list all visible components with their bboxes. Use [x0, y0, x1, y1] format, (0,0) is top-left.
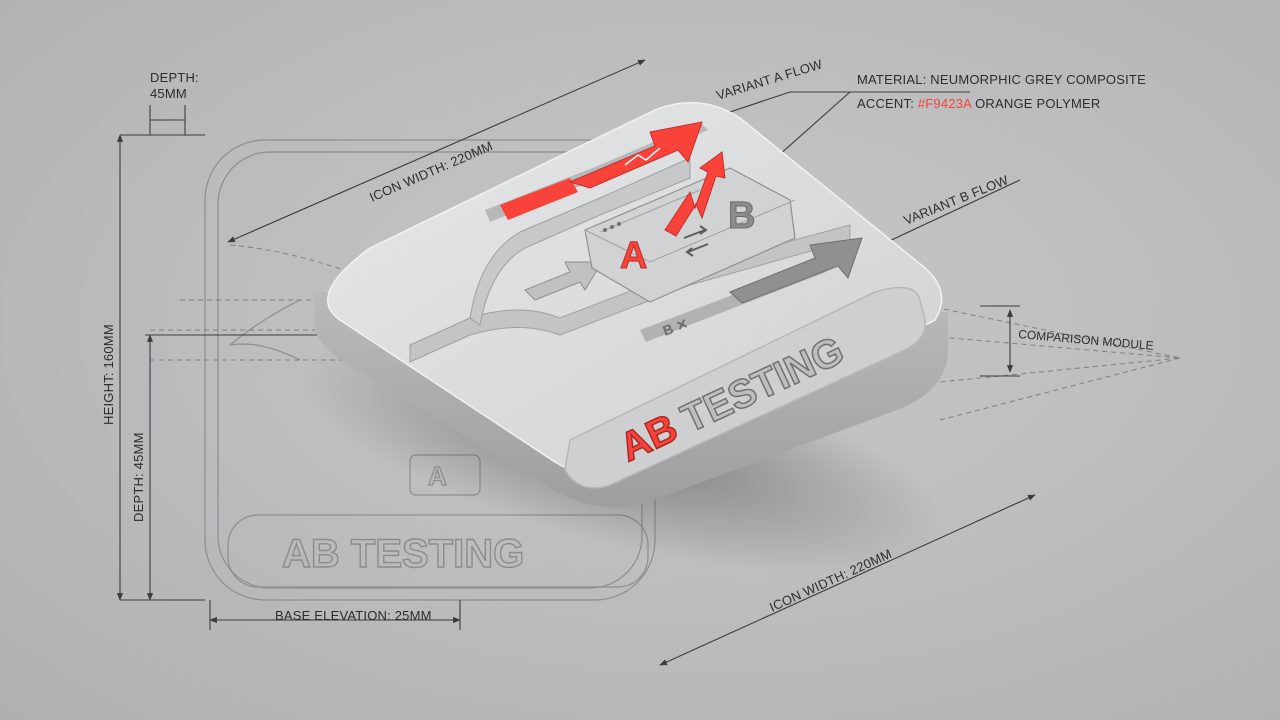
icon-width-top-label: ICON WIDTH: 220MM [367, 138, 495, 205]
trend-line-icon [624, 147, 661, 166]
height-label: HEIGHT: 160MM [101, 324, 116, 425]
material-label: MATERIAL: NEUMORPHIC GREY COMPOSITE [857, 72, 1146, 87]
swap-arrows-icon [683, 225, 709, 257]
base-elevation-label: BASE ELEVATION: 25MM [275, 608, 432, 623]
accent-prefix: ACCENT: [857, 96, 918, 111]
module-letter-b: B [728, 195, 755, 237]
rising-arrow-icon [664, 151, 726, 237]
entry-arrow-icon [524, 261, 603, 301]
module-letter-a: A [620, 235, 647, 277]
variant-a-flow-label: VARIANT A FLOW [714, 56, 824, 103]
variant-b-flow-label: VARIANT B FLOW [902, 172, 1011, 228]
accent-suffix: ORANGE POLYMER [971, 96, 1100, 111]
comparison-module-label: COMPARISON MODULE [1018, 327, 1155, 353]
comparison-module: A B [584, 151, 796, 303]
title-plate [564, 286, 927, 489]
depth-left-label: DEPTH: 45MM [131, 432, 146, 522]
variant-a-track-accent [500, 178, 578, 220]
variant-b-arrow-icon [729, 237, 863, 304]
ghost-title: AB TESTING [282, 532, 524, 576]
depth-top-label: DEPTH: [150, 70, 199, 85]
accent-label: ACCENT: #F9423A ORANGE POLYMER [857, 96, 1100, 111]
variant-a-arrow-icon [568, 121, 703, 189]
depth-top-value: 45MM [150, 86, 187, 101]
accent-code: #F9423A [918, 96, 972, 111]
